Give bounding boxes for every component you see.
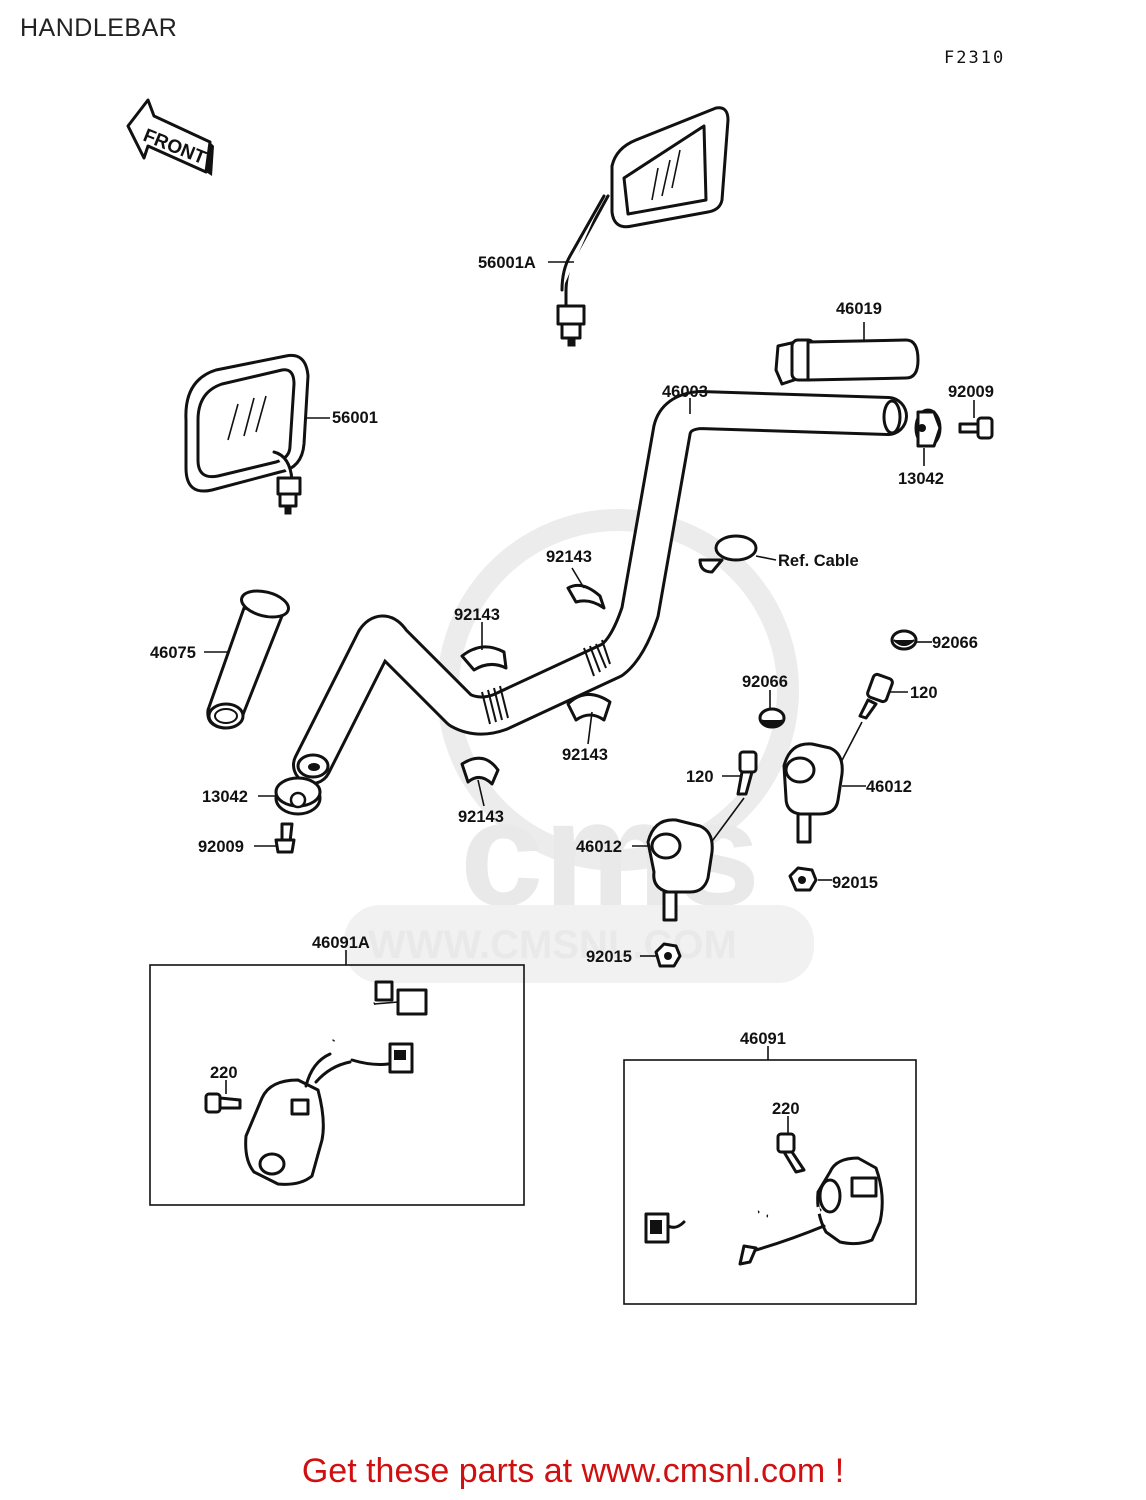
front-arrow: FRONT [126,98,214,176]
watermark-url: WWW.CMSNL.COM [368,923,737,967]
clamp-half-top-mid[interactable] [566,583,606,610]
clamp-half-upper-left[interactable] [460,645,508,672]
clamp-half-lower-left[interactable] [460,756,500,786]
label-clamp-lower-mid: 92143 [562,746,608,764]
label-cap-right: 92066 [932,634,978,652]
switch-right-box [623,1059,917,1305]
end-weight-left[interactable] [274,776,322,816]
handlebar[interactable] [292,390,908,785]
label-nut-right: 92015 [832,874,878,892]
throttle-grip[interactable] [774,338,920,386]
label-switch-right-assy: 46091 [740,1030,786,1048]
nut-right[interactable] [788,866,818,892]
left-grip[interactable] [206,587,291,730]
switch-left-screw[interactable] [204,1092,242,1114]
label-holder-right: 46012 [866,778,912,796]
figure-code: F2310 [944,48,1006,68]
holder-left[interactable] [646,818,714,922]
label-switch-left-screw: 220 [210,1064,238,1082]
end-bolt-left[interactable] [274,822,296,854]
holder-right[interactable] [782,742,844,844]
mirror-right[interactable] [556,106,730,347]
label-cap-mid: 92066 [742,673,788,691]
end-bolt-right[interactable] [958,416,994,440]
label-bolt-right: 120 [910,684,938,702]
label-mirror-right: 56001A [478,254,536,272]
label-bolt-mid: 120 [686,768,714,786]
label-clamp-lower-left: 92143 [458,808,504,826]
mirror-left[interactable] [184,353,310,515]
callout-labels: 56001A 56001 46019 46003 92009 13042 Ref… [150,254,994,1118]
label-clamp-upper-left: 92143 [454,606,500,624]
label-throttle-grip: 46019 [836,300,882,318]
label-nut-left: 92015 [586,948,632,966]
switch-left-housing[interactable] [244,980,428,1186]
bolt-mid[interactable] [709,750,758,845]
label-left-grip: 46075 [150,644,196,662]
label-clamp-top-mid: 92143 [546,548,592,566]
label-holder-left: 46012 [576,838,622,856]
end-weight-right[interactable] [914,408,942,448]
leader-lines [204,261,975,1134]
switch-right-screw[interactable] [776,1132,806,1174]
label-switch-right-screw: 220 [772,1100,800,1118]
label-switch-left-assy: 46091A [312,934,370,952]
label-mirror-left: 56001 [332,409,378,427]
label-end-bolt-right: 92009 [948,383,994,401]
label-end-bolt-left: 92009 [198,838,244,856]
bolt-right[interactable] [837,672,894,769]
cable-clip [698,534,777,574]
clamp-half-lower-mid[interactable] [566,693,612,722]
label-weight-left: 13042 [202,788,248,806]
cap-mid[interactable] [758,707,786,729]
label-weight-right: 13042 [898,470,944,488]
label-ref-cable: Ref. Cable [778,552,859,570]
nut-left[interactable] [654,942,682,968]
label-handlebar: 46003 [662,383,708,401]
page-title: HANDLEBAR [20,14,178,42]
footer-link[interactable]: Get these parts at www.cmsnl.com ! [301,1452,845,1490]
switch-left-box [149,964,525,1206]
switch-right-housing[interactable] [644,1156,884,1266]
cap-right[interactable] [890,629,918,651]
